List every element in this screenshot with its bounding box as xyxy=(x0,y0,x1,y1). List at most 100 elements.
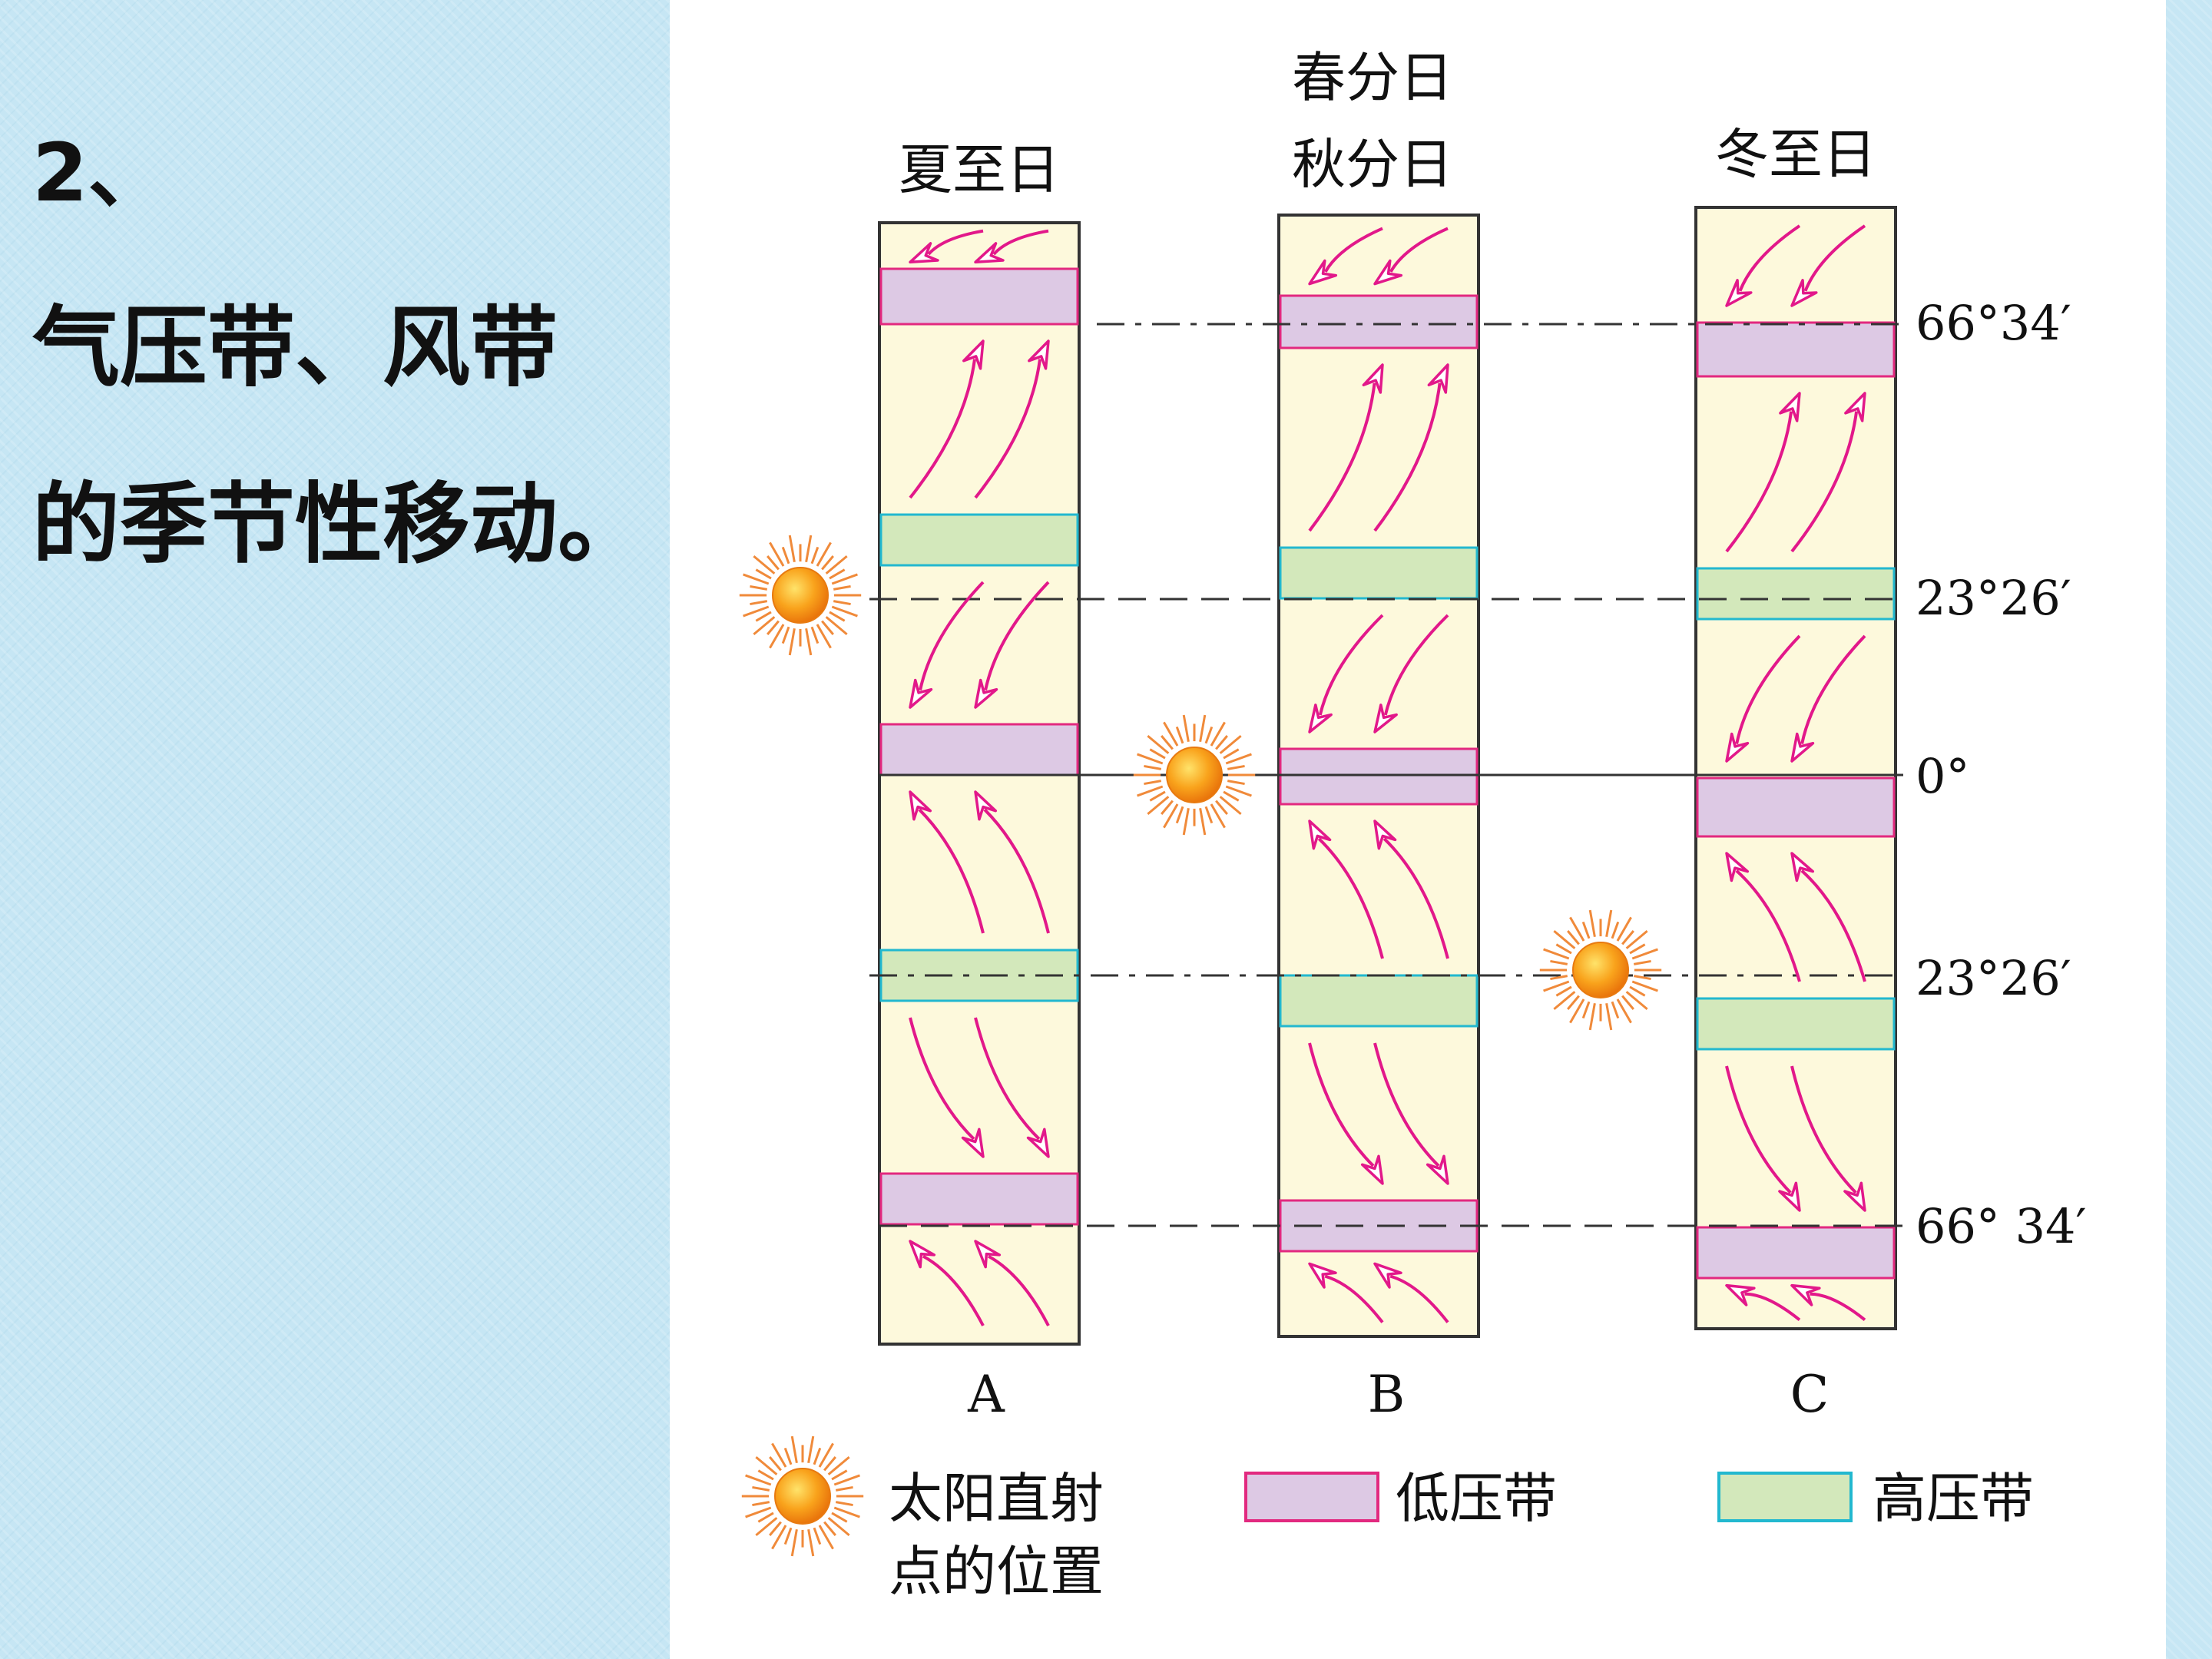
wind-arrow-icon xyxy=(1308,1042,1375,1167)
panel-b-high-pressure-belt xyxy=(1279,974,1479,1028)
wind-arrow-icon xyxy=(974,359,1042,499)
wind-arrow-icon xyxy=(1725,1283,1756,1306)
wind-arrow-icon xyxy=(974,242,1005,264)
wind-arrow-icon xyxy=(1843,1181,1866,1212)
wind-arrow-icon xyxy=(1426,1154,1449,1185)
latitude-label-66N: 66°34′ xyxy=(1916,295,2071,351)
wind-arrow-icon xyxy=(961,1128,985,1158)
wind-arrow-icon xyxy=(1800,869,1866,982)
wind-arrow-icon xyxy=(1308,704,1333,733)
wind-arrow-icon xyxy=(1389,227,1449,273)
legend: 太阳直射 点的位置 低压带 高压带 xyxy=(741,1435,2034,1603)
panel-labels: A B C xyxy=(967,1365,1829,1424)
latitude-labels: 66°34′ 23°26′ 0° 23°26′ 66° 34′ xyxy=(1916,295,2087,1254)
wind-arrow-icon xyxy=(1790,852,1814,882)
wind-arrow-icon xyxy=(1382,837,1449,959)
sun-markers xyxy=(739,535,1662,1031)
wind-arrow-icon xyxy=(1373,704,1398,733)
panel-c-heading: 冬至日 xyxy=(1715,123,1876,186)
panel-b-low-pressure-belt xyxy=(1279,294,1479,349)
wind-arrow-icon xyxy=(1383,614,1449,716)
right-background-strip xyxy=(2166,0,2212,1659)
wind-arrow-icon xyxy=(1790,411,1859,553)
wind-arrow-icon xyxy=(1735,634,1801,744)
panel-c-label: C xyxy=(1790,1365,1830,1424)
wind-arrow-icon xyxy=(909,1240,936,1269)
wind-arrow-icon xyxy=(1323,227,1383,273)
latitude-label-equator: 0° xyxy=(1916,748,1969,804)
wind-arrow-icon xyxy=(1308,1262,1337,1289)
wind-arrow-icon xyxy=(1427,363,1449,394)
panel-a-high-pressure-belt xyxy=(879,513,1079,567)
panel-c-low-pressure-belt xyxy=(1696,1226,1896,1280)
panel-a-low-pressure-belt xyxy=(879,267,1079,326)
wind-arrow-icon xyxy=(1725,732,1750,763)
wind-arrow-icon xyxy=(1389,1274,1449,1323)
latitude-lines xyxy=(869,323,1903,1227)
panel-a-label: A xyxy=(967,1365,1005,1424)
wind-arrow-icon xyxy=(1725,1065,1792,1194)
panel-b-heading-line-1: 春分日 xyxy=(1292,46,1453,109)
legend-sun-label-line-1: 太阳直射 xyxy=(889,1467,1104,1530)
wind-arrow-icon xyxy=(1308,259,1338,286)
wind-arrow-icon xyxy=(1779,392,1801,422)
wind-arrow-icon xyxy=(1810,1292,1866,1321)
wind-arrow-icon xyxy=(1373,1042,1440,1167)
panel-c-low-pressure-belt xyxy=(1696,321,1896,378)
wind-arrow-icon xyxy=(922,1254,985,1326)
wind-arrow-icon xyxy=(1318,614,1384,716)
wind-arrow-icon xyxy=(1725,852,1749,882)
wind-arrow-icon xyxy=(1803,224,1866,292)
wind-arrow-icon xyxy=(1026,1128,1050,1158)
wind-arrow-icon xyxy=(1844,392,1866,422)
legend-low-pressure-swatch xyxy=(1244,1472,1379,1522)
wind-arrow-icon xyxy=(919,581,985,690)
wind-arrow-icon xyxy=(1373,1262,1402,1289)
wind-arrow-icon xyxy=(974,1017,1041,1141)
wind-arrow-icon xyxy=(909,678,933,709)
legend-high-pressure-label: 高压带 xyxy=(1873,1467,2034,1530)
wind-arrow-icon xyxy=(984,581,1050,690)
wind-arrow-icon xyxy=(1725,411,1793,553)
legend-low-pressure-label: 低压带 xyxy=(1396,1467,1557,1530)
wind-arrow-icon xyxy=(988,1254,1050,1326)
latitude-label-66S: 66° 34′ xyxy=(1916,1198,2087,1254)
wind-arrow-icon xyxy=(974,790,998,821)
wind-arrow-icon xyxy=(909,790,932,821)
wind-arrow-icon xyxy=(983,808,1050,934)
wind-arrow-icon xyxy=(918,808,985,934)
wind-arrow-icon xyxy=(1744,1292,1801,1321)
wind-arrow-icon xyxy=(974,678,998,709)
wind-arrow-icon xyxy=(1324,1274,1384,1323)
wind-arrow-icon xyxy=(1373,382,1442,532)
sun-icon xyxy=(741,1435,864,1557)
wind-arrow-icon xyxy=(962,339,985,370)
wind-arrow-icon xyxy=(974,1240,1002,1269)
title-line-1: 气压带、风带 xyxy=(32,296,558,399)
panel-a xyxy=(878,221,1081,1346)
wind-arrow-icon xyxy=(909,242,939,264)
wind-arrow-icon xyxy=(1308,820,1332,850)
title-line-2: 的季节性移动。 xyxy=(32,473,646,575)
panel-b-high-pressure-belt xyxy=(1279,546,1479,600)
wind-arrow-icon xyxy=(1778,1181,1801,1212)
wind-arrow-icon xyxy=(909,1017,975,1141)
wind-arrow-icon xyxy=(1738,224,1801,292)
wind-arrow-icon xyxy=(909,359,977,499)
panel-b-heading-line-2: 秋分日 xyxy=(1292,133,1453,196)
panel-c xyxy=(1694,206,1897,1330)
diagram-panel: 夏至日 春分日 秋分日 冬至日 A B C 66°34′ 23°26′ 0° 2… xyxy=(670,0,2166,1659)
wind-arrow-icon xyxy=(1362,363,1384,394)
legend-high-pressure-swatch xyxy=(1717,1472,1853,1522)
latitude-label-23S: 23°26′ xyxy=(1916,950,2071,1006)
left-background: 2、 气压带、风带 的季节性移动。 xyxy=(0,0,670,1659)
sun-icon xyxy=(1539,909,1662,1031)
panel-a-frame xyxy=(878,221,1081,1346)
panel-c-high-pressure-belt xyxy=(1696,997,1896,1051)
latitude-label-23N: 23°26′ xyxy=(1916,570,2071,626)
panel-headings: 夏至日 春分日 秋分日 冬至日 xyxy=(899,46,1876,201)
wind-arrow-icon xyxy=(1790,732,1815,763)
wind-arrow-icon xyxy=(1790,1283,1821,1306)
panel-a-heading: 夏至日 xyxy=(899,138,1060,201)
wind-arrow-icon xyxy=(1373,259,1403,286)
